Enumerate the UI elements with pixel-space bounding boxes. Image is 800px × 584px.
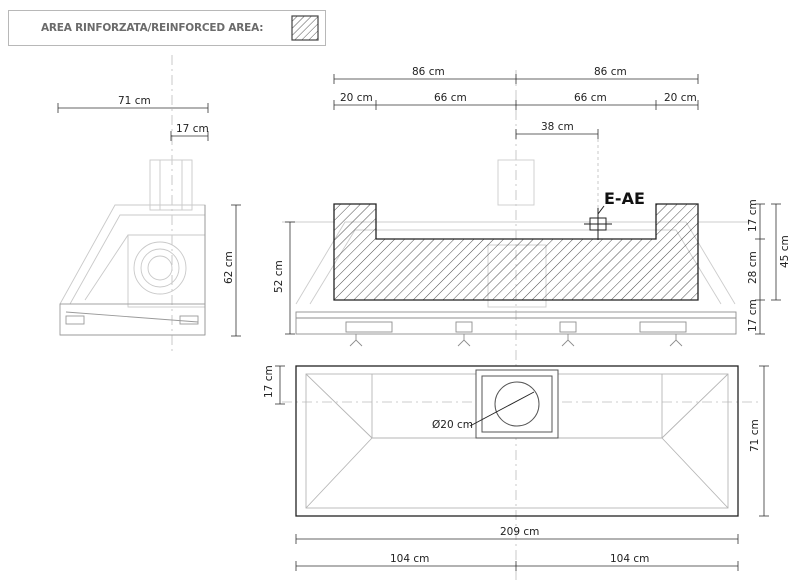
front-segment-dimensions	[333, 100, 699, 110]
front-height-dimension	[285, 221, 295, 335]
e-ae-marker	[584, 205, 612, 240]
front-total-height-label: 45 cm	[779, 235, 791, 268]
reinforced-area	[333, 203, 699, 301]
diameter-leader	[469, 391, 535, 427]
support-legs	[349, 334, 683, 347]
top-width-label: 209 cm	[500, 526, 539, 538]
side-offset-label: 17 cm	[176, 123, 209, 135]
front-base	[295, 311, 737, 335]
e-ae-label: E-AE	[604, 189, 645, 208]
front-bottom-band-label: 17 cm	[747, 299, 759, 332]
diameter-label: Ø20 cm	[432, 419, 473, 431]
top-view-chimney	[475, 369, 559, 439]
legend-label: AREA RINFORZATA/REINFORCED AREA:	[41, 22, 264, 34]
top-depth-dimension	[759, 365, 769, 517]
front-middle-band-label: 28 cm	[747, 251, 759, 284]
side-width-label: 71 cm	[118, 95, 151, 107]
top-depth-label: 71 cm	[749, 419, 761, 452]
top-view	[295, 365, 739, 517]
side-height-dimension	[231, 204, 241, 337]
center-lines	[171, 55, 760, 580]
front-band-dimensions	[755, 203, 781, 335]
reinforced-area-swatch	[291, 15, 319, 41]
side-view	[59, 159, 206, 336]
front-inner-right-label: 66 cm	[574, 92, 607, 104]
front-edge-right-label: 20 cm	[664, 92, 697, 104]
front-height-label: 52 cm	[273, 260, 285, 293]
side-width-dimension	[57, 103, 209, 113]
top-front-depth-label: 17 cm	[263, 365, 275, 398]
front-inner-left-label: 66 cm	[434, 92, 467, 104]
side-view-outline	[60, 205, 206, 336]
top-half-dimensions	[295, 561, 739, 571]
front-offset-label: 38 cm	[541, 121, 574, 133]
front-edge-left-label: 20 cm	[340, 92, 373, 104]
top-half-right-label: 104 cm	[610, 553, 649, 565]
front-half-dimensions	[333, 74, 699, 84]
top-front-depth-dimension	[275, 365, 285, 405]
side-offset-dimension	[170, 131, 209, 141]
front-half-right-label: 86 cm	[594, 66, 627, 78]
top-width-dimension	[295, 534, 739, 544]
front-offset-dimension	[515, 129, 599, 210]
front-half-left-label: 86 cm	[412, 66, 445, 78]
front-top-band-label: 17 cm	[747, 199, 759, 232]
side-height-label: 62 cm	[223, 251, 235, 284]
legend-box: AREA RINFORZATA/REINFORCED AREA:	[8, 10, 326, 46]
top-half-left-label: 104 cm	[390, 553, 429, 565]
